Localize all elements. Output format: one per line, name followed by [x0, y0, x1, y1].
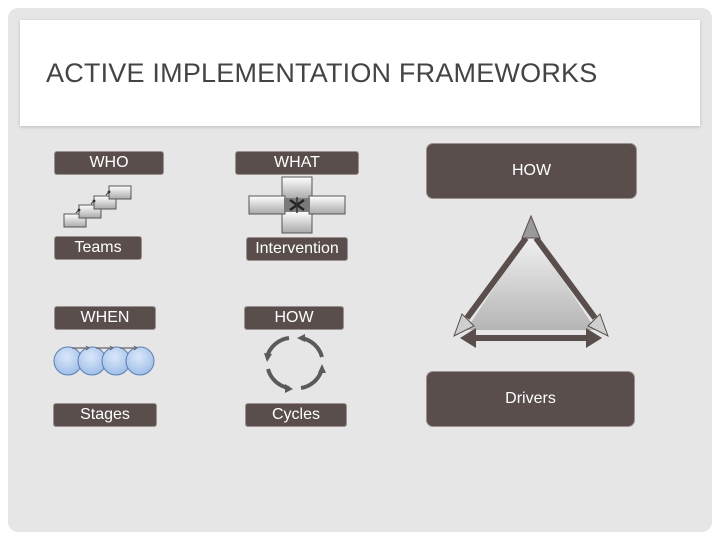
- teams-label: Teams: [55, 237, 141, 259]
- what-heading: WHAT: [236, 152, 358, 174]
- stages-label: Stages: [54, 404, 156, 426]
- cycle-arrows-icon: [264, 334, 326, 393]
- staggered-teams-icon: [63, 185, 132, 228]
- title-panel: [20, 20, 700, 126]
- how-drivers-box: HOW: [427, 144, 636, 198]
- how-heading: HOW: [245, 307, 343, 329]
- stages-circles-icon: [53, 345, 155, 376]
- intervention-label: Intervention: [247, 238, 347, 260]
- when-heading: WHEN: [55, 307, 155, 329]
- drivers-box: Drivers: [427, 372, 634, 426]
- cycles-label: Cycles: [246, 404, 346, 426]
- driver-triangle-icon: [453, 214, 609, 348]
- who-heading: WHO: [55, 152, 163, 174]
- intervention-cross-icon: [248, 176, 346, 234]
- slide-title: ACTIVE IMPLEMENTATION FRAMEWORKS: [46, 58, 598, 88]
